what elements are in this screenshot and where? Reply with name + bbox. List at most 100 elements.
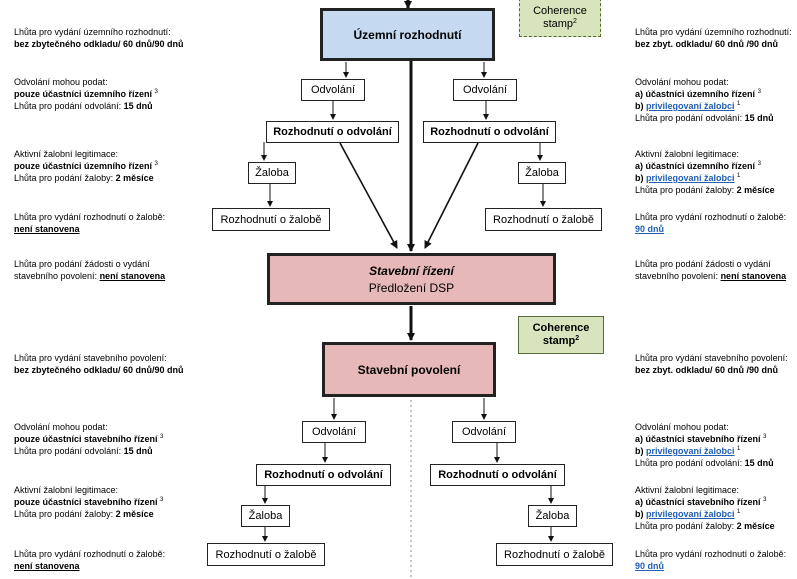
right-note-3-line4a: Lhůta pro podání žaloby: — [635, 185, 737, 195]
right-note-2: Odvolání mohou podat: a) účastníci územn… — [635, 76, 774, 124]
left-note-3-line3b: 2 měsíce — [115, 173, 154, 183]
coherence-stamp-top: Coherence stamp2 — [519, 0, 601, 37]
left-note-7-line1: Odvolání mohou podat: — [14, 422, 108, 432]
right-note-3-line3a: b) — [635, 173, 646, 183]
right-note-4-link[interactable]: 90 dnů — [635, 224, 665, 234]
right-note-3-link[interactable]: privilegovaní žalobci — [646, 173, 735, 183]
stamp-mid-label: Coherence stamp — [532, 322, 590, 347]
left-note-1-line1: Lhůta pro vydání územního rozhodnutí: — [14, 27, 171, 37]
right-note-5-line2b: není stanovena — [720, 271, 787, 281]
left-note-8-line3a: Lhůta pro podání žaloby: — [14, 509, 116, 519]
right-note-8-line4b: 2 měsíce — [736, 521, 775, 531]
right-note-6-line2: bez zbyt. odkladu/ 60 dnů /90 dnů — [635, 365, 779, 375]
left-note-5-line2b: není stanovena — [99, 271, 166, 281]
left-note-7-sup: 3 — [160, 434, 164, 440]
box-odvolani-ur: Odvolání — [453, 79, 517, 101]
right-note-5-line2a: stavebního povolení: — [635, 271, 721, 281]
right-note-2-sup-b: 1 — [737, 101, 741, 107]
right-note-5-line1: Lhůta pro podání žádosti o vydání — [635, 259, 771, 269]
box-zaloba-ll: Žaloba — [241, 505, 290, 527]
left-note-1: Lhůta pro vydání územního rozhodnutí: be… — [14, 26, 184, 50]
right-note-2-link[interactable]: privilegovaní žalobci — [646, 101, 735, 111]
right-note-8-link[interactable]: privilegovaní žalobci — [646, 509, 735, 519]
right-note-7-line1: Odvolání mohou podat: — [635, 422, 729, 432]
box-odvolani-lr: Odvolání — [452, 421, 516, 443]
right-note-7-line2a: a) — [635, 434, 646, 444]
left-note-9-line2: není stanovena — [14, 561, 80, 571]
left-note-6-line1: Lhůta pro vydání stavebního povolení: — [14, 353, 167, 363]
left-note-2-sup: 3 — [154, 89, 158, 95]
right-note-2-line3a: b) — [635, 101, 646, 111]
right-note-7-sup-b: 1 — [737, 446, 741, 452]
right-note-4-line1: Lhůta pro vydání rozhodnutí o žalobě: — [635, 212, 787, 222]
left-note-8-line3b: 2 měsíce — [115, 509, 154, 519]
right-note-9-link[interactable]: 90 dnů — [635, 561, 665, 571]
right-note-3-line4b: 2 měsíce — [736, 185, 775, 195]
right-note-1-line1: Lhůta pro vydání územního rozhodnutí: — [635, 27, 792, 37]
box-zaloba-ul: Žaloba — [248, 162, 296, 184]
box-rozhodnuti-zalobe-ur: Rozhodnutí o žalobě — [485, 208, 602, 231]
right-note-2-line2b: účastníci územního řízení — [645, 89, 756, 99]
right-note-7: Odvolání mohou podat: a) účastníci stave… — [635, 421, 774, 469]
left-note-6-line2: bez zbytečného odkladu/ 60 dnů/90 dnů — [14, 365, 184, 375]
stamp-mid-sup: 2 — [575, 335, 580, 342]
right-note-8-line2a: a) — [635, 497, 646, 507]
right-note-9-line1: Lhůta pro vydání rozhodnutí o žalobě: — [635, 549, 787, 559]
left-note-9: Lhůta pro vydání rozhodnutí o žalobě: ne… — [14, 548, 165, 572]
right-note-1-line2: bez zbyt. odkladu/ 60 dnů /90 dnů — [635, 39, 779, 49]
right-note-7-link[interactable]: privilegovaní žalobci — [646, 446, 735, 456]
box-stavebni-rizeni-sublabel: Předložení DSP — [368, 280, 455, 295]
right-note-8-line3a: b) — [635, 509, 646, 519]
left-note-2-line2: pouze účastníci územního řízení — [14, 89, 153, 99]
right-note-2-line1: Odvolání mohou podat: — [635, 77, 729, 87]
box-rozhodnuti-odvolani-ur: Rozhodnutí o odvolání — [423, 121, 556, 143]
right-note-8: Aktivní žalobní legitimace: a) účastníci… — [635, 484, 775, 532]
box-uzemni-label: Územní rozhodnutí — [353, 27, 462, 42]
box-stavebni-rizeni-label: Stavební řízení — [369, 263, 454, 278]
right-note-2-line4a: Lhůta pro podání odvolání: — [635, 113, 745, 123]
right-note-8-sup-a: 3 — [763, 497, 767, 503]
right-note-3-sup-b: 1 — [737, 173, 741, 179]
left-note-7-line3b: 15 dnů — [123, 446, 153, 456]
right-note-4: Lhůta pro vydání rozhodnutí o žalobě: 90… — [635, 211, 786, 235]
left-note-4: Lhůta pro vydání rozhodnutí o žalobě: ne… — [14, 211, 165, 235]
left-note-3-line1: Aktivní žalobní legitimace: — [14, 149, 119, 159]
right-note-3-line1: Aktivní žalobní legitimace: — [635, 149, 740, 159]
box-stavebni-rizeni: Stavební řízení Předložení DSP — [267, 253, 556, 305]
left-note-4-line1: Lhůta pro vydání rozhodnutí o žalobě: — [14, 212, 166, 222]
box-odvolani-ul: Odvolání — [301, 79, 365, 101]
box-zaloba-lr: Žaloba — [528, 505, 577, 527]
box-rozhodnuti-zalobe-ul: Rozhodnutí o žalobě — [212, 208, 330, 231]
left-note-9-line1: Lhůta pro vydání rozhodnutí o žalobě: — [14, 549, 166, 559]
right-note-3-line2b: účastníci územního řízení — [645, 161, 756, 171]
right-note-7-sup-a: 3 — [763, 434, 767, 440]
box-stavebni-povoleni-label: Stavební povolení — [357, 362, 461, 377]
left-note-3-sup: 3 — [154, 161, 158, 167]
right-note-2-sup-a: 3 — [757, 89, 761, 95]
left-note-8: Aktivní žalobní legitimace: pouze účastn… — [14, 484, 163, 520]
left-note-7: Odvolání mohou podat: pouze účastníci st… — [14, 421, 163, 457]
left-note-2: Odvolání mohou podat: pouze účastníci úz… — [14, 76, 158, 112]
right-note-7-line4b: 15 dnů — [744, 458, 774, 468]
right-note-2-line2a: a) — [635, 89, 646, 99]
right-note-2-line4b: 15 dnů — [744, 113, 774, 123]
box-rozhodnuti-zalobe-ll: Rozhodnutí o žalobě — [207, 543, 325, 566]
stamp-top-sup: 2 — [573, 17, 577, 25]
left-note-3: Aktivní žalobní legitimace: pouze účastn… — [14, 148, 158, 184]
right-note-7-line3a: b) — [635, 446, 646, 456]
right-note-3: Aktivní žalobní legitimace: a) účastníci… — [635, 148, 775, 196]
left-note-7-line2: pouze účastníci stavebního řízení — [14, 434, 158, 444]
left-note-8-line1: Aktivní žalobní legitimace: — [14, 485, 119, 495]
right-note-9: Lhůta pro vydání rozhodnutí o žalobě: 90… — [635, 548, 786, 572]
box-rozhodnuti-zalobe-lr: Rozhodnutí o žalobě — [496, 543, 613, 566]
left-note-3-line3a: Lhůta pro podání žaloby: — [14, 173, 116, 183]
right-note-8-line2b: účastníci stavebního řízení — [645, 497, 761, 507]
left-note-2-line3a: Lhůta pro podání odvolání: — [14, 101, 124, 111]
left-note-8-line2: pouze účastníci stavebního řízení — [14, 497, 158, 507]
right-note-7-line2b: účastníci stavebního řízení — [645, 434, 761, 444]
box-rozhodnuti-odvolani-ul: Rozhodnutí o odvolání — [266, 121, 399, 143]
right-note-7-line4a: Lhůta pro podání odvolání: — [635, 458, 745, 468]
box-zaloba-ur: Žaloba — [518, 162, 566, 184]
left-note-5: Lhůta pro podání žádosti o vydání staveb… — [14, 258, 165, 282]
